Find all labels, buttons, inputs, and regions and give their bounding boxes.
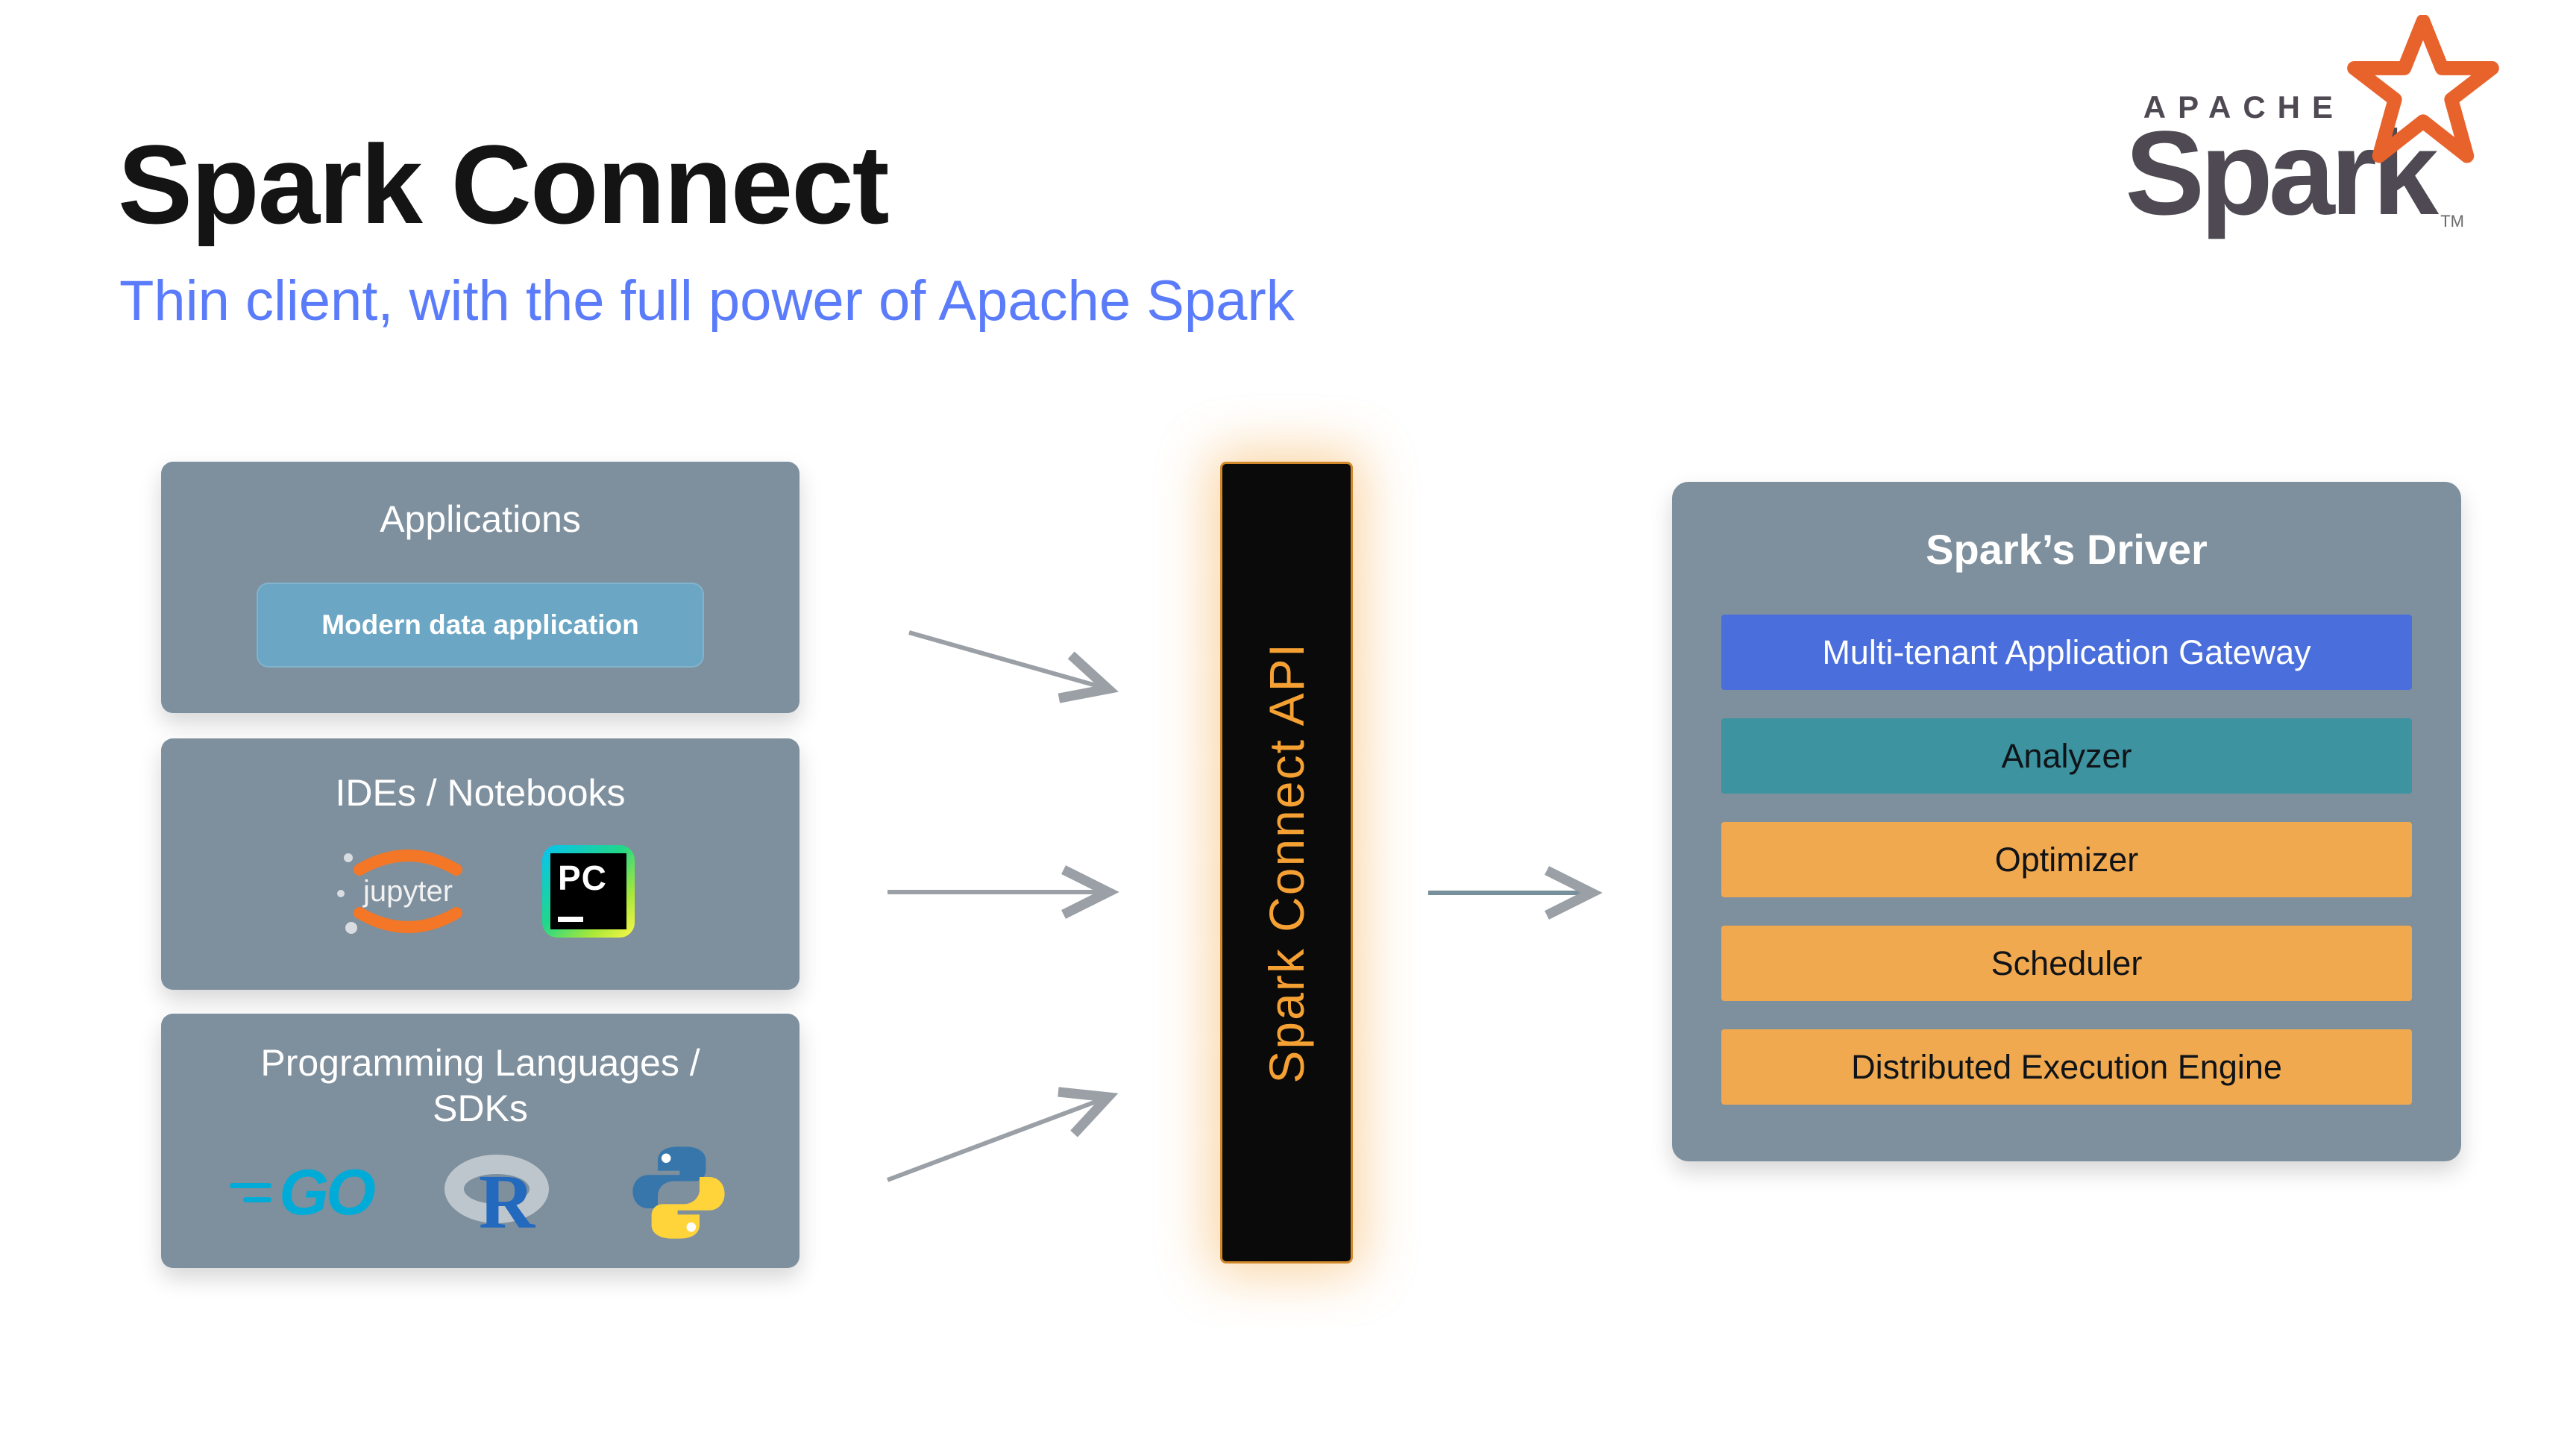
- ides-notebooks-title: IDEs / Notebooks: [335, 772, 626, 814]
- spark-star-icon: [2345, 13, 2501, 172]
- driver-layer-label: Scheduler: [1991, 944, 2143, 982]
- languages-sdks-box: Programming Languages / SDKs GO R: [161, 1014, 799, 1268]
- go-icon: GO: [230, 1156, 376, 1230]
- modern-data-application-chip: Modern data application: [257, 583, 704, 668]
- driver-layer-label: Analyzer: [2001, 736, 2132, 775]
- subtitle: Thin client, with the full power of Apac…: [119, 269, 1295, 333]
- spark-driver-title: Spark’s Driver: [1926, 526, 2208, 573]
- ides-notebooks-box: IDEs / Notebooks jupyter PC: [161, 738, 799, 990]
- r-label: R: [478, 1159, 535, 1245]
- applications-box: Applications Modern data application: [161, 462, 799, 713]
- driver-layer-optimizer: Optimizer: [1721, 822, 2412, 897]
- arrow-applications-to-api: [908, 630, 1119, 703]
- apache-wordmark: APACHE: [2143, 90, 2345, 125]
- trademark-label: TM: [2440, 212, 2464, 230]
- apache-spark-logo: APACHE Spark TM: [2076, 13, 2499, 239]
- driver-layer-label: Optimizer: [1994, 840, 2139, 879]
- driver-layer-label: Multi-tenant Application Gateway: [1822, 633, 2311, 671]
- python-icon: [626, 1140, 731, 1245]
- pycharm-icon: PC: [542, 845, 635, 938]
- spark-connect-api-label: Spark Connect API: [1259, 641, 1314, 1084]
- arrow-languages-to-api: [886, 1087, 1119, 1182]
- driver-layers: Multi-tenant Application Gateway Analyze…: [1721, 615, 2412, 1105]
- page-title: Spark Connect: [118, 121, 890, 247]
- languages-logo-row: GO R: [161, 1140, 799, 1245]
- spark-driver-panel: Spark’s Driver Multi-tenant Application …: [1672, 482, 2461, 1161]
- jupyter-icon: jupyter: [326, 835, 490, 947]
- go-label: GO: [279, 1156, 376, 1228]
- modern-data-application-label: Modern data application: [321, 609, 639, 640]
- applications-title: Applications: [380, 498, 581, 540]
- ides-logo-row: jupyter PC: [161, 835, 799, 947]
- pycharm-label: PC: [558, 859, 607, 897]
- driver-layer-label: Distributed Execution Engine: [1851, 1047, 2282, 1086]
- pycharm-underscore: [558, 917, 583, 922]
- driver-layer-scheduler: Scheduler: [1721, 926, 2412, 1001]
- svg-text:jupyter: jupyter: [362, 875, 453, 908]
- driver-layer-execution-engine: Distributed Execution Engine: [1721, 1029, 2412, 1105]
- languages-sdks-title: Programming Languages / SDKs: [260, 1042, 700, 1129]
- spark-connect-api-bar: Spark Connect API: [1220, 462, 1353, 1264]
- r-icon: R: [440, 1144, 559, 1245]
- driver-layer-analyzer: Analyzer: [1721, 718, 2412, 794]
- driver-layer-gateway: Multi-tenant Application Gateway: [1721, 615, 2412, 690]
